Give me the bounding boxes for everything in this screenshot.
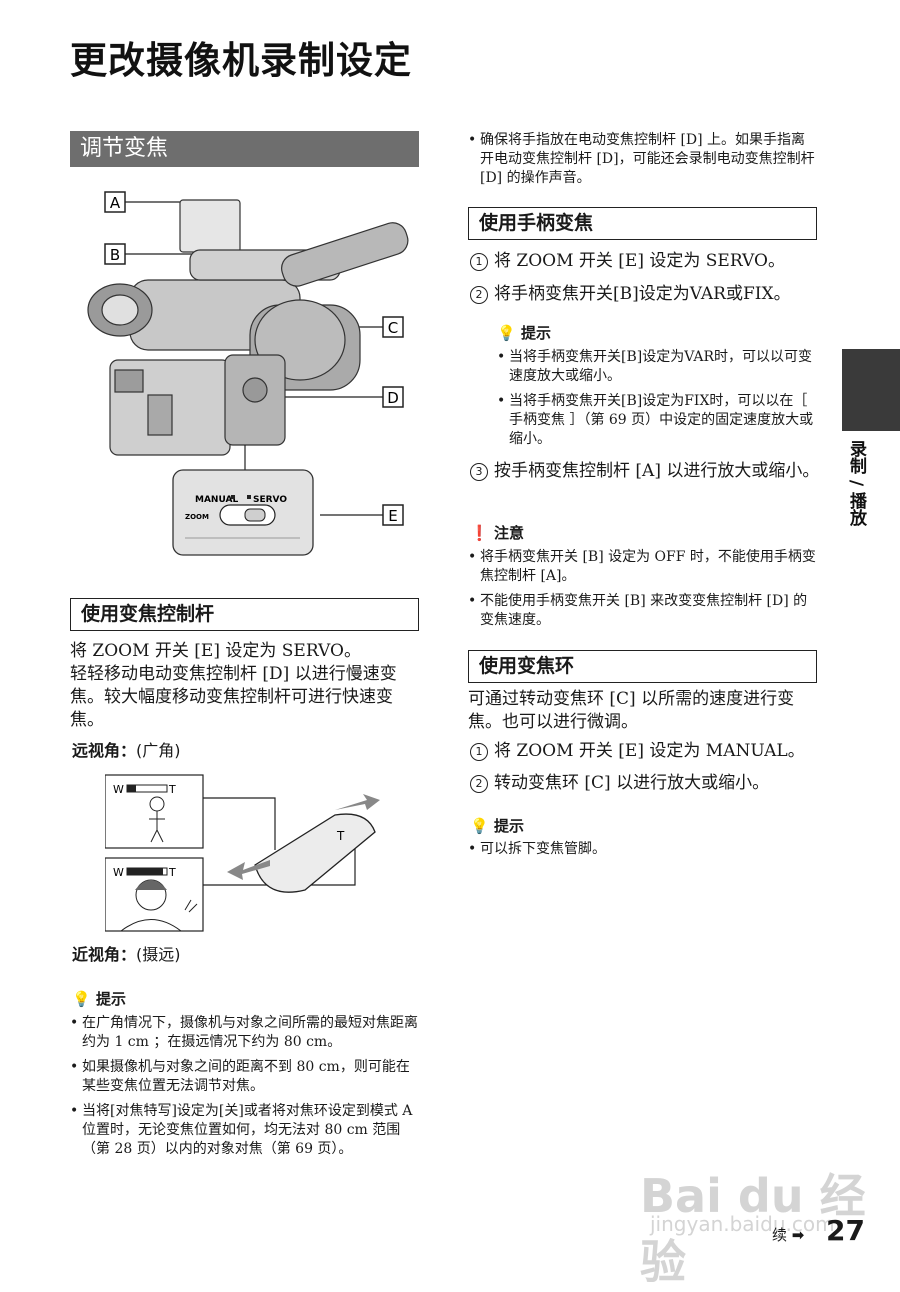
svg-text:W: W bbox=[113, 866, 124, 879]
zoom-lever-drawing: T bbox=[227, 794, 380, 893]
tips-heading-handle: 💡提示 bbox=[497, 324, 552, 342]
list-item: 在广角情况下，摄像机与对象之间所需的最短对焦距离约为 1 cm ；在摄远情况下约… bbox=[70, 1014, 420, 1052]
heading-zoom-lever: 使用变焦控制杆 bbox=[70, 598, 419, 631]
list-item: 当将手柄变焦开关[B]设定为VAR时，可以以可变速度放大或缩小。 bbox=[497, 348, 817, 386]
label-b: B bbox=[104, 243, 126, 265]
zoom-switch-panel: MANUAL SERVO ZOOM bbox=[172, 469, 314, 556]
list-item: 确保将手指放在电动变焦控制杆 [D] 上。如果手指离开电动变焦控制杆 [D]，可… bbox=[468, 131, 816, 188]
camcorder-diagram: A B C D E MANUAL bbox=[87, 191, 409, 556]
svg-text:T: T bbox=[336, 829, 345, 843]
wide-angle-caption: 远视角：(广角) bbox=[72, 741, 181, 760]
wide-label: 远视角： bbox=[72, 741, 137, 760]
list-item: 当将[对焦特写]设定为[关]或者将对焦环设定到模式 A 位置时，无论变焦位置如何… bbox=[70, 1102, 420, 1159]
tips-list-left: 在广角情况下，摄像机与对象之间所需的最短对焦距离约为 1 cm ；在摄远情况下约… bbox=[70, 1014, 420, 1165]
caution-icon: ❗ bbox=[470, 524, 489, 542]
zoom-lever-illustration: W T W T T bbox=[105, 774, 380, 932]
watermark-url: jingyan.baidu.com bbox=[650, 1212, 835, 1236]
arrow-tele-icon bbox=[335, 794, 380, 810]
caution-list: 将手柄变焦开关 [B] 设定为 OFF 时，不能使用手柄变焦控制杆 [A]。 不… bbox=[468, 548, 818, 636]
side-tab-label: 录制 / 播放 bbox=[846, 440, 866, 527]
lightbulb-icon: 💡 bbox=[470, 817, 489, 835]
svg-text:MANUAL: MANUAL bbox=[195, 495, 238, 505]
zoom-ring-paragraph: 可通过转动变焦环 [C] 以所需的速度进行变焦。也可以进行微调。 bbox=[468, 689, 795, 732]
svg-text:T: T bbox=[168, 783, 176, 796]
label-c: C bbox=[382, 316, 404, 338]
side-tab bbox=[842, 349, 900, 431]
tips-heading-ring: 💡提示 bbox=[470, 817, 525, 835]
svg-text:E: E bbox=[388, 507, 397, 525]
tips-list-handle: 当将手柄变焦开关[B]设定为VAR时，可以以可变速度放大或缩小。 当将手柄变焦开… bbox=[497, 348, 817, 455]
tips-list-ring: 可以拆下变焦管脚。 bbox=[468, 840, 818, 865]
list-item: 可以拆下变焦管脚。 bbox=[468, 840, 818, 859]
heading-zoom-ring: 使用变焦环 bbox=[468, 650, 817, 683]
label-a: A bbox=[104, 191, 126, 213]
arrow-right-icon: ➡ bbox=[791, 1226, 805, 1244]
lightbulb-icon: 💡 bbox=[72, 990, 91, 1008]
arrow-wide-icon bbox=[227, 860, 270, 880]
wide-paren: (广角) bbox=[136, 741, 181, 760]
svg-text:SERVO: SERVO bbox=[253, 495, 287, 505]
svg-text:T: T bbox=[168, 866, 176, 879]
zoom-lever-paragraph: 将 ZOOM 开关 [E] 设定为 SERVO。 轻轻移动电动变焦控制杆 [D]… bbox=[70, 641, 397, 730]
svg-text:W: W bbox=[113, 783, 124, 796]
tele-view-frame: W T bbox=[105, 857, 204, 932]
section-band: 调节变焦 bbox=[70, 131, 419, 167]
page-number: 27 bbox=[826, 1214, 865, 1247]
top-note-list: 确保将手指放在电动变焦控制杆 [D] 上。如果手指离开电动变焦控制杆 [D]，可… bbox=[468, 131, 816, 194]
tips-heading-left: 💡提示 bbox=[72, 990, 127, 1008]
list-item: 如果摄像机与对象之间的距离不到 80 cm，则可能在某些变焦位置无法调节对焦。 bbox=[70, 1058, 420, 1096]
caution-heading: ❗注意 bbox=[470, 524, 525, 542]
tele-paren: (摄远) bbox=[136, 945, 181, 964]
lightbulb-icon: 💡 bbox=[497, 324, 516, 342]
footer-continued: 续 ➡ bbox=[772, 1226, 805, 1244]
list-item: 不能使用手柄变焦开关 [B] 来改变变焦控制杆 [D] 的变焦速度。 bbox=[468, 592, 818, 630]
list-item: 当将手柄变焦开关[B]设定为FIX时，可以以在［ 手柄变焦 ］（第 69 页）中… bbox=[497, 392, 817, 449]
page-title: 更改摄像机录制设定 bbox=[70, 39, 412, 82]
svg-text:A: A bbox=[110, 194, 121, 212]
label-e: E bbox=[382, 504, 404, 526]
tele-label: 近视角： bbox=[72, 945, 137, 964]
svg-text:ZOOM: ZOOM bbox=[185, 513, 209, 521]
tele-caption: 近视角：(摄远) bbox=[72, 945, 181, 964]
svg-text:B: B bbox=[110, 246, 120, 264]
heading-handle-zoom: 使用手柄变焦 bbox=[468, 207, 817, 240]
svg-text:D: D bbox=[387, 389, 399, 407]
wide-view-frame: W T bbox=[105, 774, 204, 849]
list-item: 将手柄变焦开关 [B] 设定为 OFF 时，不能使用手柄变焦控制杆 [A]。 bbox=[468, 548, 818, 586]
label-d: D bbox=[382, 386, 404, 408]
svg-text:C: C bbox=[388, 319, 398, 337]
